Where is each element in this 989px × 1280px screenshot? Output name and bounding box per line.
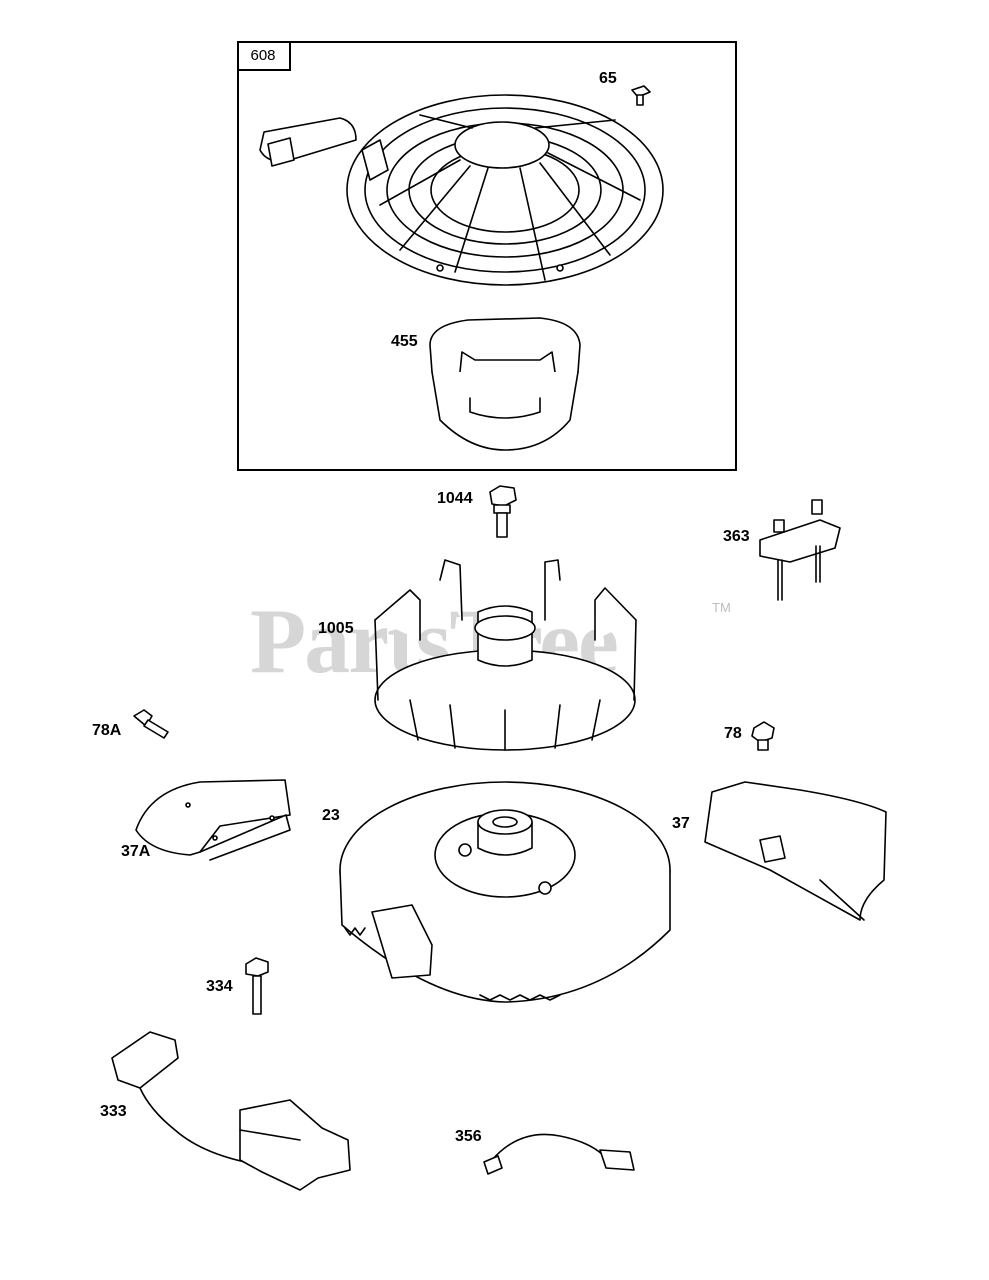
callout-455[interactable]: 455: [391, 333, 418, 350]
baffle-part-37[interactable]: [704, 781, 887, 921]
callout-1005[interactable]: 1005: [318, 620, 354, 637]
screw-part-334[interactable]: [245, 957, 269, 1015]
bolt-part-78[interactable]: [751, 721, 775, 751]
fan-part-1005[interactable]: [374, 559, 637, 751]
callout-37[interactable]: 37: [672, 815, 690, 832]
ground-wire-part-356[interactable]: [483, 1133, 635, 1175]
callout-334[interactable]: 334: [206, 978, 233, 995]
flywheel-bolt-part-1044[interactable]: [489, 485, 517, 538]
kit-608-label[interactable]: 608: [237, 41, 291, 71]
callout-356[interactable]: 356: [455, 1128, 482, 1145]
callout-78a[interactable]: 78A: [92, 722, 122, 739]
callout-363[interactable]: 363: [723, 528, 750, 545]
ignition-coil-part-333[interactable]: [111, 1031, 351, 1191]
bracket-part-363[interactable]: [759, 499, 841, 601]
callout-78[interactable]: 78: [724, 725, 742, 742]
air-guide-part-37a[interactable]: [135, 779, 291, 861]
flywheel-part-23[interactable]: [339, 781, 671, 1003]
callout-23[interactable]: 23: [322, 807, 340, 824]
trademark-symbol: TM: [712, 600, 731, 615]
bolt-part-78a[interactable]: [133, 709, 169, 739]
starter-cup-part-455[interactable]: [429, 317, 581, 451]
callout-1044[interactable]: 1044: [437, 490, 473, 507]
callout-65[interactable]: 65: [599, 70, 617, 87]
callout-333[interactable]: 333: [100, 1103, 127, 1120]
screw-part-65[interactable]: [631, 85, 651, 106]
callout-37a[interactable]: 37A: [121, 843, 151, 860]
recoil-starter-part-608[interactable]: [259, 94, 664, 286]
kit-608-frame: [237, 41, 737, 471]
